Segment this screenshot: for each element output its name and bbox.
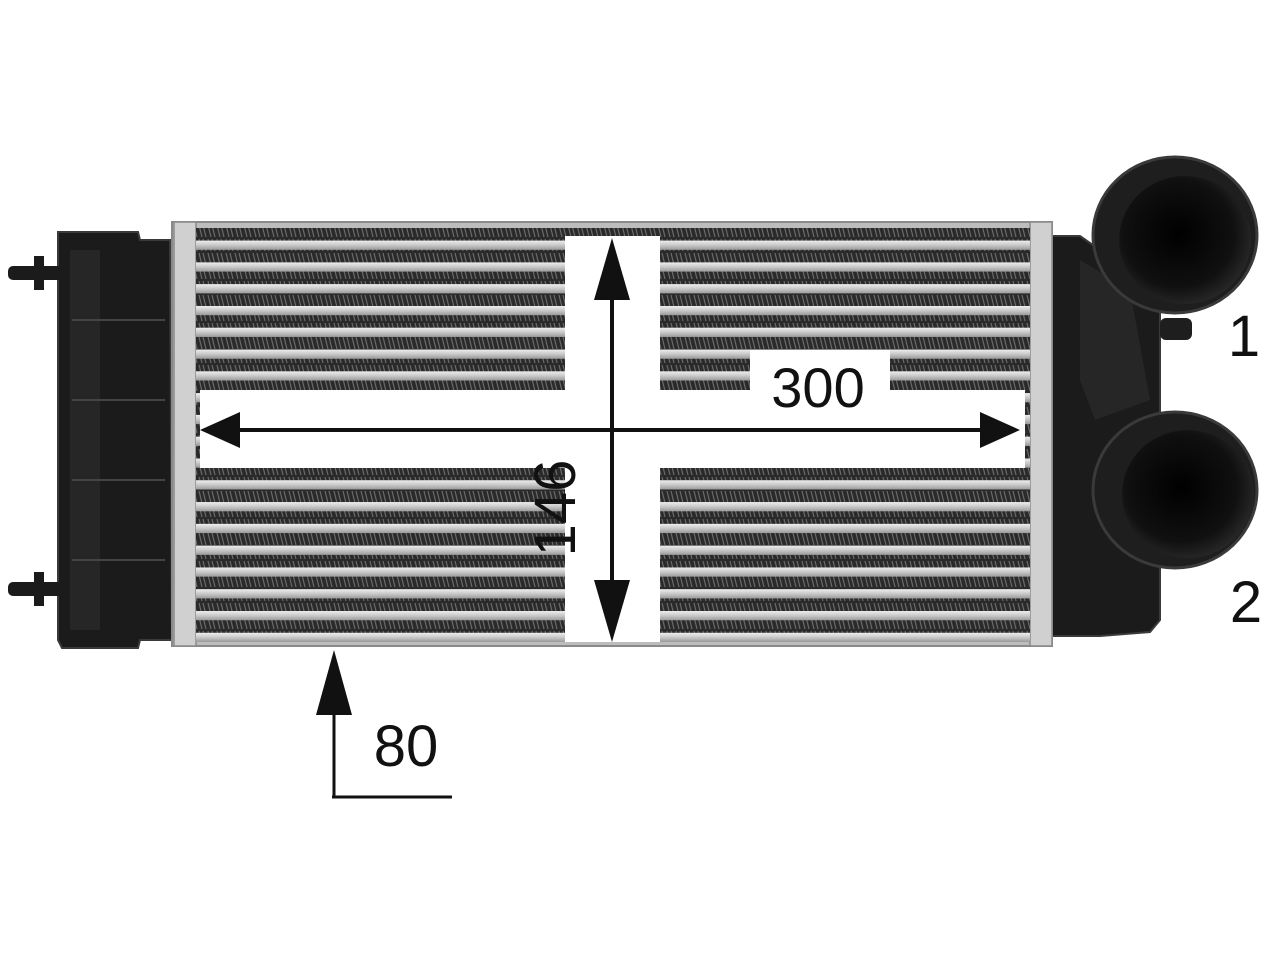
height-dimension-arrow xyxy=(594,238,630,642)
upper-mounting-pin xyxy=(8,256,66,290)
left-end-tank xyxy=(57,231,174,649)
right-side-plate xyxy=(1029,221,1053,647)
lower-mounting-pin xyxy=(8,572,66,606)
outlet-port-label: 2 xyxy=(1230,570,1262,635)
outlet-pipe xyxy=(1091,410,1259,570)
height-label: 146 xyxy=(523,460,588,557)
width-label: 300 xyxy=(771,356,864,419)
inlet-pipe xyxy=(1091,155,1259,340)
inlet-port-label: 1 xyxy=(1228,304,1260,369)
depth-dimension-arrow xyxy=(316,650,452,799)
depth-label: 80 xyxy=(374,714,439,779)
width-label-panel xyxy=(750,350,890,395)
fin-row xyxy=(196,228,1030,241)
left-side-plate xyxy=(173,221,197,647)
